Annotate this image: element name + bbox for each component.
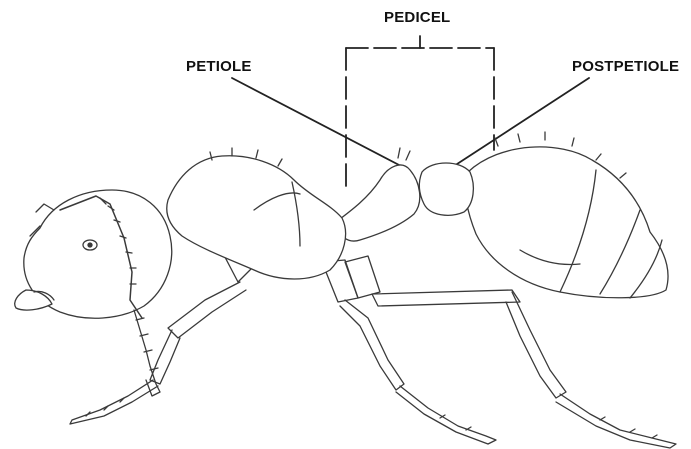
pedicel-label: PEDICEL xyxy=(384,9,450,26)
petiole-label: PETIOLE xyxy=(186,58,252,75)
mesosoma xyxy=(167,148,346,279)
postpetiole-segment xyxy=(419,163,473,215)
postpetiole-label: POSTPETIOLE xyxy=(572,58,679,75)
antenna-funiculus xyxy=(134,310,160,396)
gaster xyxy=(466,132,668,298)
head xyxy=(15,190,172,318)
petiole-segment xyxy=(336,165,420,241)
